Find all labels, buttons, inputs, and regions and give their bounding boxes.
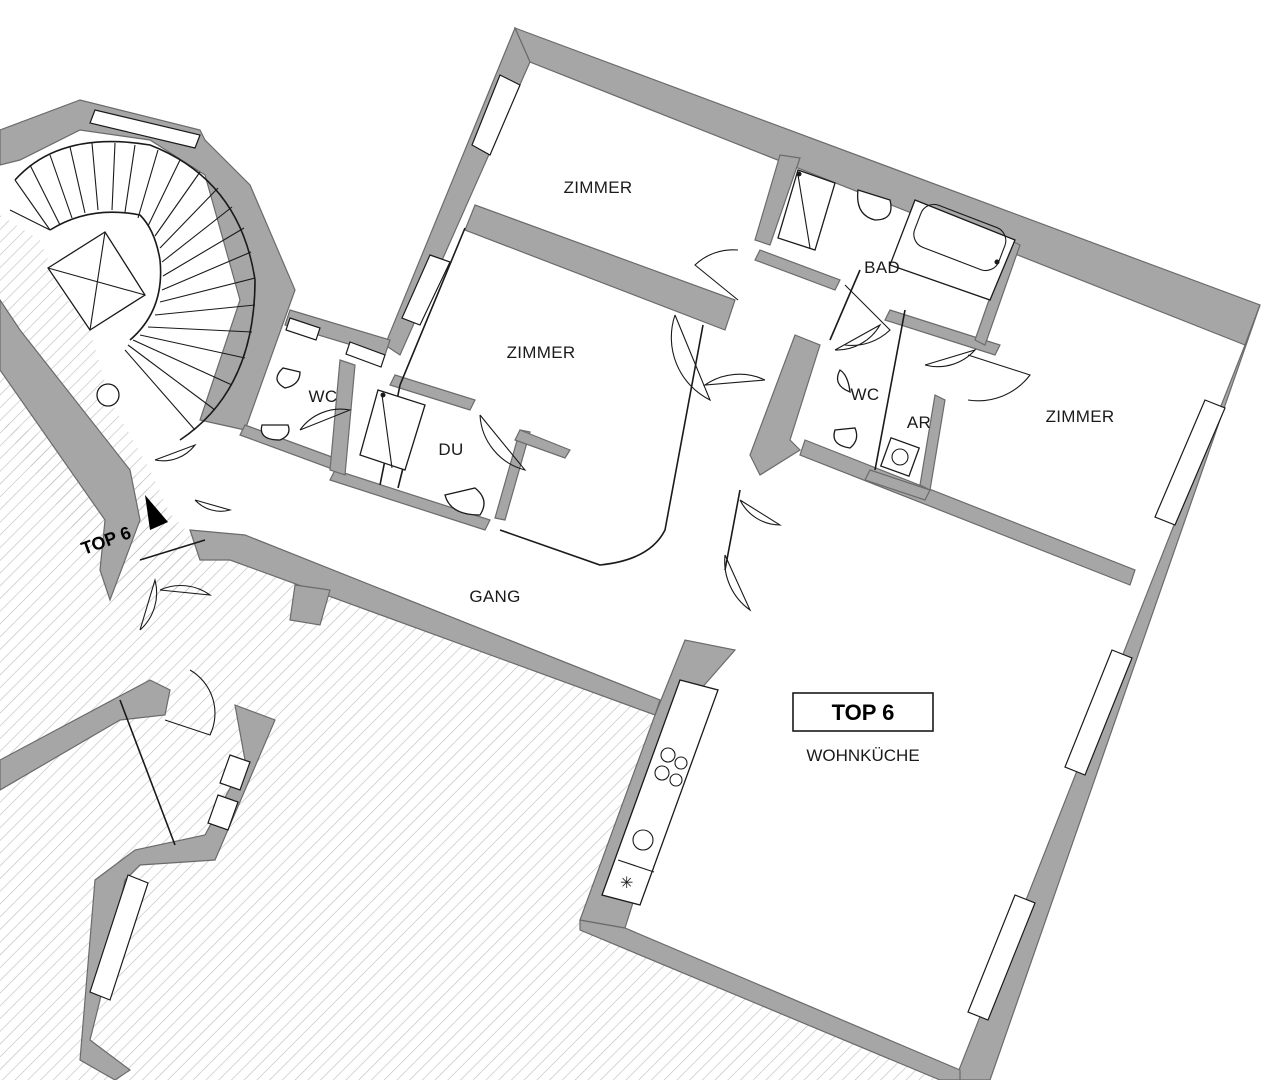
room-label-zimmer-1: ZIMMER [564, 178, 633, 197]
door [154, 443, 197, 462]
window [1154, 399, 1226, 526]
toilet-icon [260, 189, 892, 516]
door [670, 314, 712, 402]
window [345, 341, 386, 368]
doors [139, 249, 1031, 736]
door [139, 577, 158, 631]
room-labels: ZIMMER ZIMMER ZIMMER BAD WC WC DU AR GAN… [309, 178, 1115, 606]
door [844, 284, 891, 346]
window [285, 317, 321, 341]
room-label-zimmer-2: ZIMMER [507, 343, 576, 362]
window [1064, 649, 1133, 776]
window [471, 74, 521, 156]
shower-icon [777, 169, 836, 251]
fan-icon: ✳ [620, 873, 633, 892]
door [479, 414, 527, 471]
window [89, 109, 201, 149]
kitchen-counter: ✳ [601, 679, 719, 906]
room-label-zimmer-3: ZIMMER [1046, 407, 1115, 426]
window [967, 894, 1036, 1021]
window [207, 794, 239, 831]
shower-icon [359, 389, 426, 471]
room-label-bad: BAD [864, 258, 900, 277]
hatched-area-main [0, 420, 960, 1080]
door [967, 354, 1031, 402]
hatched-area-upper [0, 215, 205, 600]
bathtub-icon [889, 199, 1016, 301]
door [834, 323, 882, 351]
room-label-ar: AR [907, 413, 931, 432]
stair-icon [9, 140, 256, 441]
unit-subtitle: WOHNKÜCHE [806, 746, 919, 765]
room-label-wc-2: WC [851, 385, 880, 404]
room-label-gang: GANG [469, 587, 520, 606]
door [194, 499, 233, 512]
door [694, 249, 739, 301]
door [703, 373, 766, 386]
interior-walls [239, 154, 1136, 586]
door [159, 585, 212, 596]
sink-icon [632, 829, 654, 851]
stove-icon [654, 747, 688, 787]
partitions [119, 227, 906, 846]
door [739, 499, 782, 526]
room-label-wc-1: WC [309, 387, 338, 406]
unit-title: TOP 6 [832, 700, 895, 725]
window [219, 754, 251, 791]
entrance-arrow-icon [145, 495, 168, 530]
door [299, 408, 352, 431]
unit-title-box: TOP 6 WOHNKÜCHE [792, 692, 934, 765]
door [164, 669, 216, 736]
window [401, 254, 451, 326]
window [89, 874, 149, 1001]
windows [89, 74, 1226, 1021]
room-label-du: DU [438, 440, 463, 459]
washbasin-icon [879, 436, 921, 478]
door [924, 348, 977, 368]
door [724, 554, 752, 612]
